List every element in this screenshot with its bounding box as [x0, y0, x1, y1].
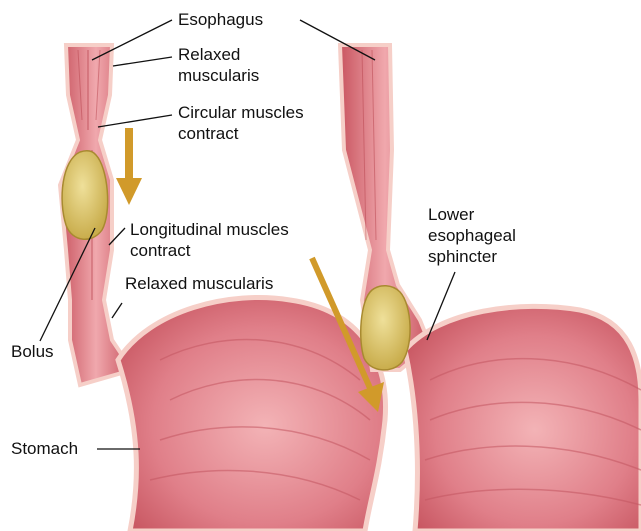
label-les-1: Lower [428, 205, 474, 225]
label-bolus: Bolus [11, 342, 54, 362]
label-longitudinal-muscles-1: Longitudinal muscles [130, 220, 289, 240]
label-les-2: esophageal [428, 226, 516, 246]
label-longitudinal-muscles-2: contract [130, 241, 190, 261]
right-bolus [361, 286, 410, 370]
label-les-3: sphincter [428, 247, 497, 267]
label-circular-muscles-2: contract [178, 124, 238, 144]
down-arrow-left [116, 128, 142, 205]
label-circular-muscles-1: Circular muscles [178, 103, 304, 123]
left-bolus [62, 151, 108, 240]
label-relaxed-muscularis-top-1: Relaxed [178, 45, 240, 65]
label-esophagus: Esophagus [178, 10, 263, 30]
label-relaxed-muscularis-top-2: muscularis [178, 66, 259, 86]
label-relaxed-muscularis-lower: Relaxed muscularis [125, 274, 273, 294]
label-stomach: Stomach [11, 439, 78, 459]
